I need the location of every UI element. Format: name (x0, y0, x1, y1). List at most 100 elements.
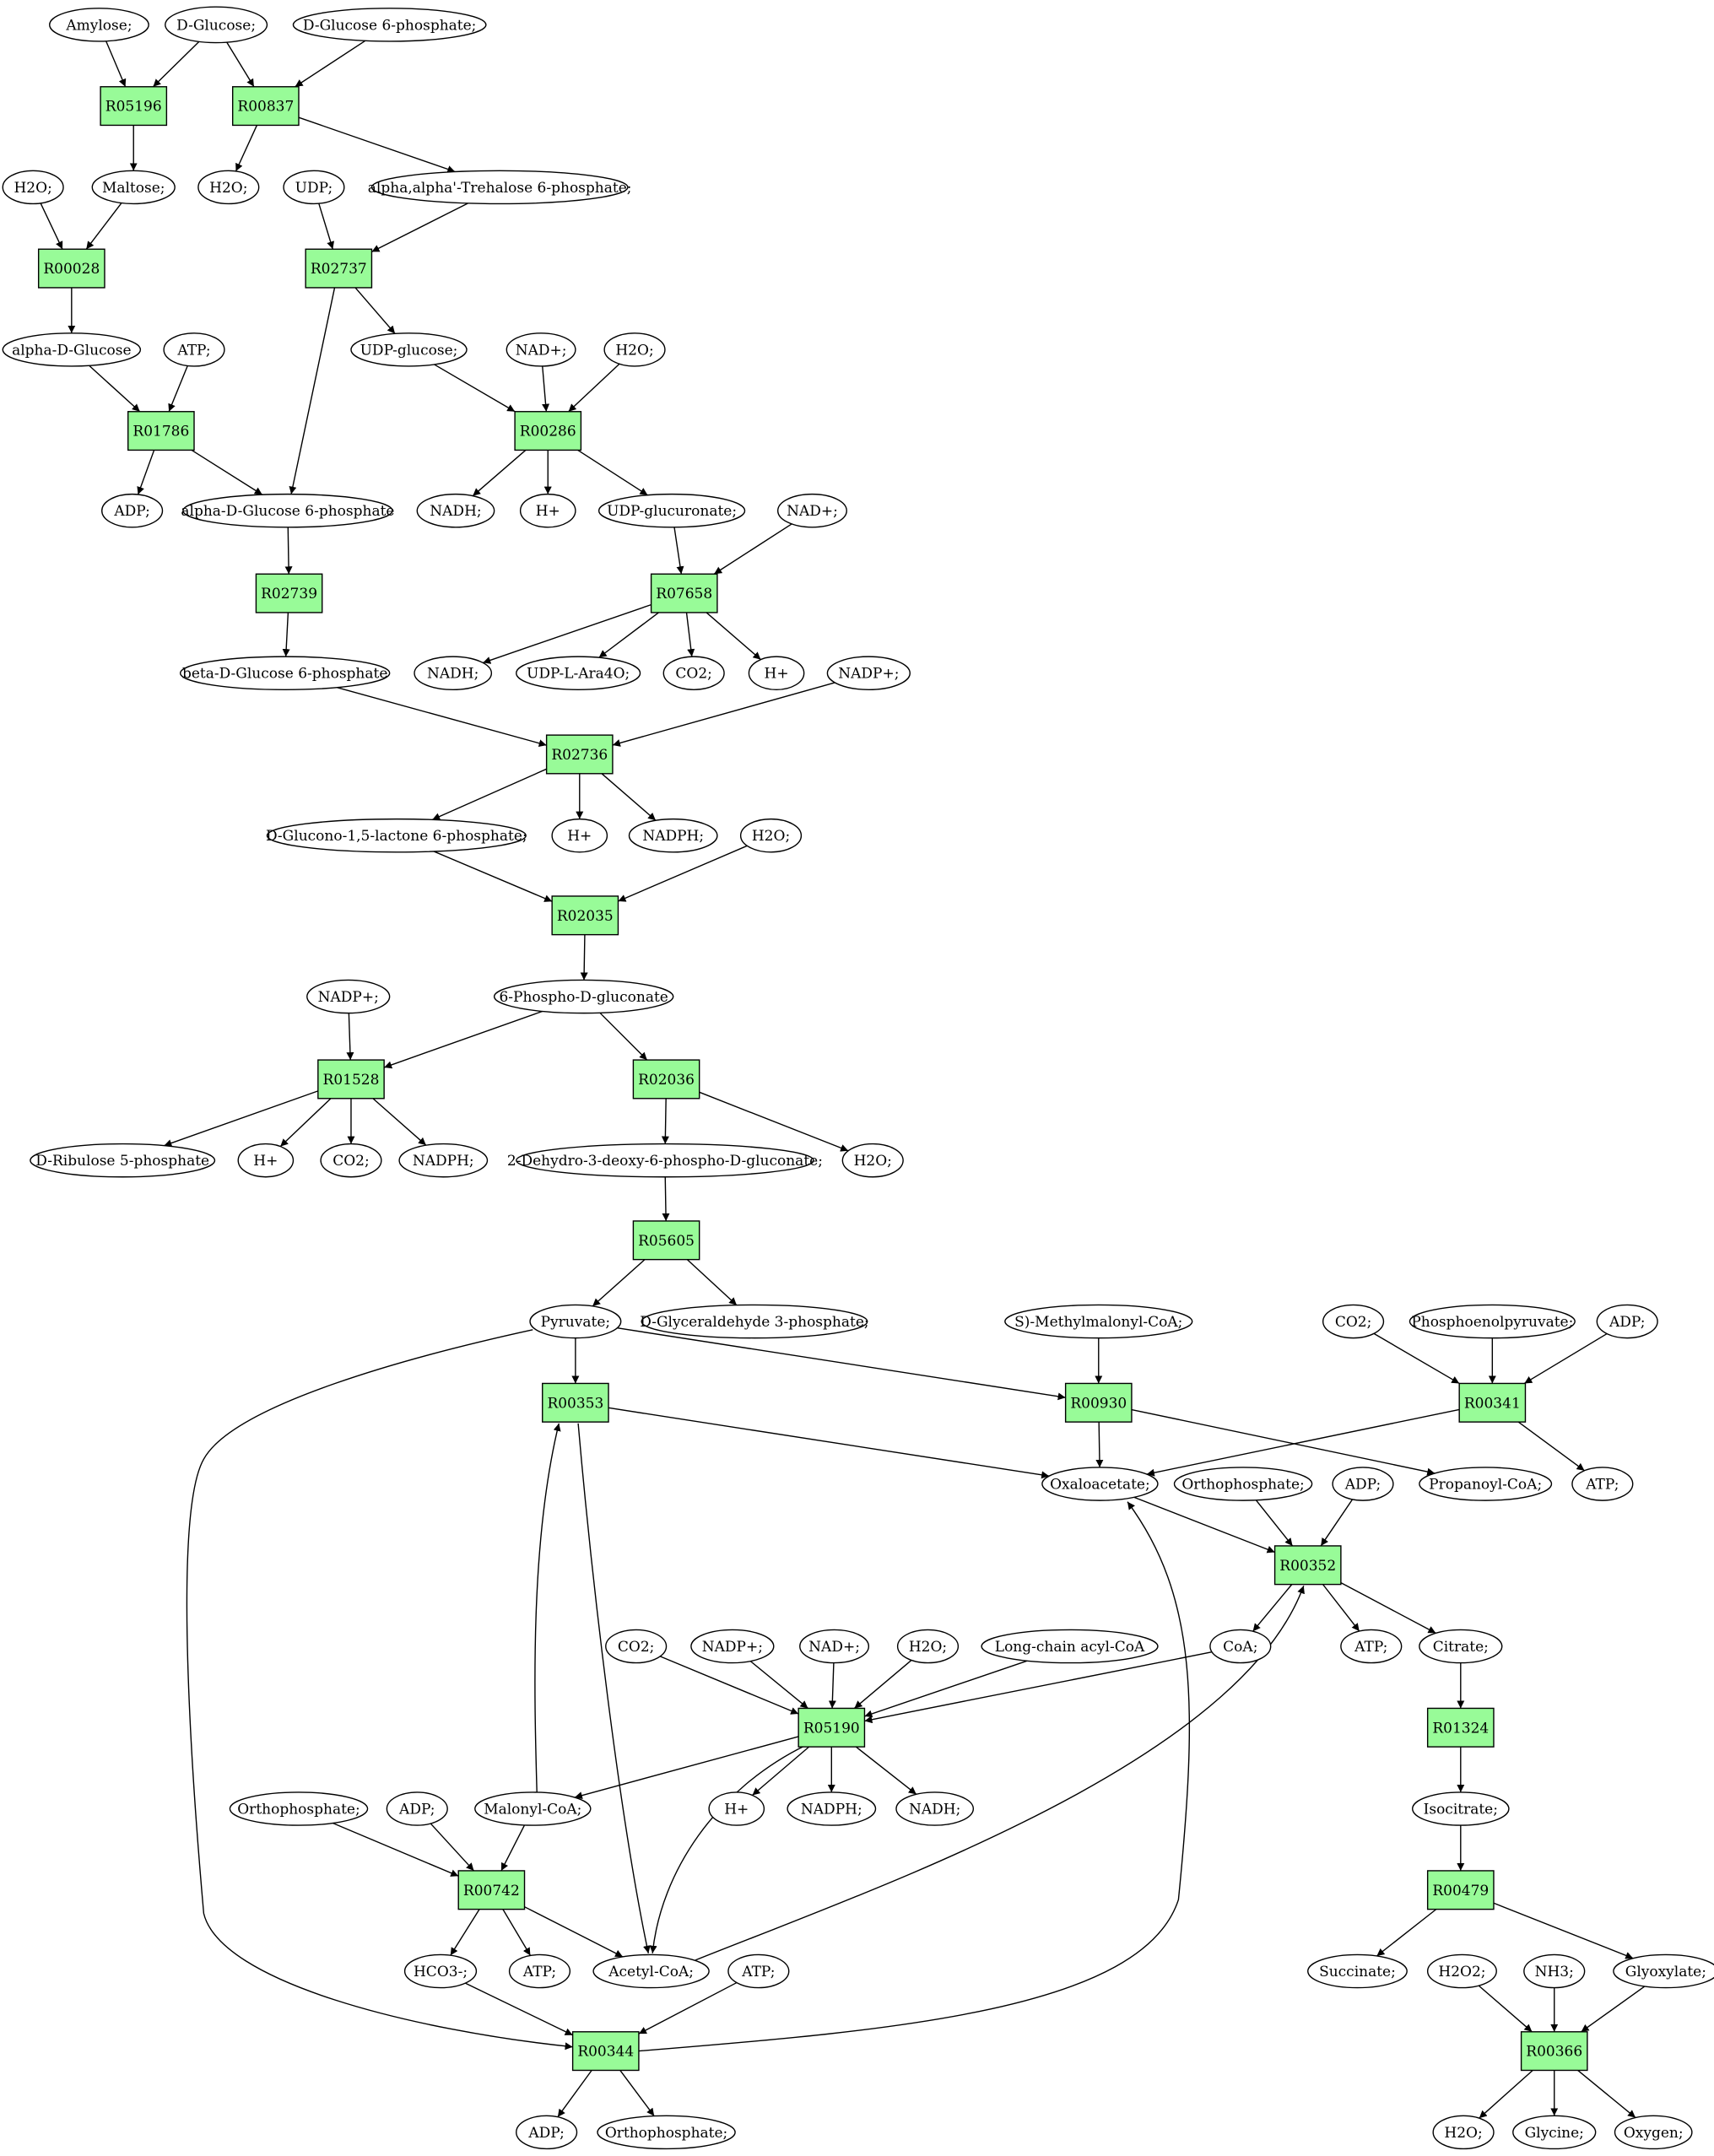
metabolite-node-udp_ara4o[interactable]: UDP-L-Ara4O; (516, 656, 641, 690)
metabolite-node-ribulose_5p[interactable]: D-Ribulose 5-phosphate (30, 1143, 216, 1178)
metabolite-node-h2o_3[interactable]: H2O; (603, 332, 666, 367)
metabolite-node-hplus_3[interactable]: H+ (551, 818, 608, 853)
metabolite-node-adp_3[interactable]: ADP; (1332, 1467, 1394, 1501)
reaction-node-r07658[interactable]: R07658 (650, 573, 718, 613)
metabolite-node-h2o_7[interactable]: H2O; (1432, 2115, 1495, 2150)
metabolite-node-isocitrate[interactable]: Isocitrate; (1412, 1791, 1510, 1826)
metabolite-node-acetyl_coa[interactable]: Acetyl-CoA; (592, 1953, 710, 1989)
metabolite-node-nadp_3[interactable]: NADP+; (690, 1629, 775, 1664)
metabolite-node-atp_1[interactable]: ATP; (163, 332, 225, 367)
metabolite-node-adp_1[interactable]: ADP; (101, 493, 164, 528)
reaction-node-r05605[interactable]: R05605 (632, 1220, 700, 1261)
metabolite-node-coa[interactable]: CoA; (1209, 1629, 1272, 1664)
metabolite-node-udp_glucuronate[interactable]: UDP-glucuronate; (597, 493, 746, 528)
reaction-node-r02036[interactable]: R02036 (632, 1059, 700, 1100)
metabolite-node-d_glucose_6p[interactable]: D-Glucose 6-phosphate; (292, 8, 487, 42)
metabolite-node-orthophosphate_3[interactable]: Orthophosphate; (597, 2115, 736, 2150)
metabolite-node-co2_1[interactable]: CO2; (662, 656, 725, 690)
metabolite-node-kdpg[interactable]: 2-Dehydro-3-deoxy-6-phospho-D-gluconate; (507, 1143, 823, 1178)
reaction-node-r05190[interactable]: R05190 (798, 1707, 866, 1748)
metabolite-node-beta_g6p[interactable]: beta-D-Glucose 6-phosphate (180, 656, 391, 690)
reaction-node-r01786[interactable]: R01786 (127, 411, 195, 451)
metabolite-node-nadp_1[interactable]: NADP+; (826, 656, 911, 690)
metabolite-node-hplus_5[interactable]: H+ (708, 1791, 765, 1826)
metabolite-node-co2_2[interactable]: CO2; (320, 1143, 382, 1178)
metabolite-node-hplus_4[interactable]: H+ (237, 1143, 295, 1178)
metabolite-node-trehalose_6p[interactable]: alpha,alpha'-Trehalose 6-phosphate; (368, 170, 632, 205)
reaction-node-r00479[interactable]: R00479 (1426, 1870, 1495, 1910)
metabolite-node-udp_glucose[interactable]: UDP-glucose; (350, 332, 468, 367)
metabolite-node-phosphogluconate[interactable]: 6-Phospho-D-gluconate (493, 979, 674, 1014)
metabolite-node-atp_5[interactable]: ATP; (727, 1953, 790, 1989)
metabolite-node-glucono_lactone[interactable]: D-Glucono-1,5-lactone 6-phosphate; (266, 818, 527, 853)
reaction-node-r02739[interactable]: R02739 (255, 573, 323, 613)
reaction-node-r00352[interactable]: R00352 (1273, 1545, 1342, 1586)
reaction-node-r00341[interactable]: R00341 (1458, 1382, 1527, 1423)
metabolite-node-nh3[interactable]: NH3; (1523, 1953, 1586, 1989)
metabolite-node-propanoyl_coa[interactable]: Propanoyl-CoA; (1419, 1467, 1553, 1501)
metabolite-node-h2o_5[interactable]: H2O; (841, 1143, 904, 1178)
metabolite-node-atp_3[interactable]: ATP; (1340, 1629, 1403, 1664)
metabolite-node-adp_4[interactable]: ADP; (386, 1791, 448, 1826)
metabolite-node-gap[interactable]: D-Glyceraldehyde 3-phosphate; (640, 1304, 869, 1339)
metabolite-node-nad_3[interactable]: NAD+; (799, 1629, 870, 1664)
reaction-node-r00837[interactable]: R00837 (231, 86, 300, 127)
edge-alpha_g6p-to-r02739 (284, 527, 293, 575)
reaction-node-r00344[interactable]: R00344 (571, 2031, 640, 2072)
reaction-node-r00286[interactable]: R00286 (514, 411, 582, 451)
metabolite-node-glyoxylate[interactable]: Glyoxylate; (1613, 1953, 1714, 1989)
metabolite-node-adp_2[interactable]: ADP; (1596, 1304, 1658, 1339)
metabolite-node-methylmalonyl_coa[interactable]: S)-Methylmalonyl-CoA; (1004, 1304, 1193, 1339)
metabolite-node-nad_1[interactable]: NAD+; (506, 332, 576, 367)
metabolite-node-co2_3[interactable]: CO2; (1322, 1304, 1385, 1339)
metabolite-node-nadph_3[interactable]: NADPH; (787, 1791, 877, 1826)
metabolite-node-hplus_2[interactable]: H+ (748, 656, 805, 690)
metabolite-node-h2o_2[interactable]: H2O; (197, 170, 260, 205)
metabolite-node-co2_4[interactable]: CO2; (605, 1629, 668, 1664)
metabolite-node-nadh_1[interactable]: NADH; (416, 493, 495, 528)
metabolite-node-amylose[interactable]: Amylose; (49, 8, 149, 42)
metabolite-node-nadh_2[interactable]: NADH; (414, 656, 493, 690)
metabolite-node-atp_2[interactable]: ATP; (1571, 1467, 1634, 1501)
metabolite-node-hco3[interactable]: HCO3-; (403, 1953, 478, 1989)
reaction-node-r01324[interactable]: R01324 (1426, 1707, 1495, 1748)
metabolite-node-nadp_2[interactable]: NADP+; (306, 979, 391, 1014)
reaction-node-r00930[interactable]: R00930 (1064, 1382, 1133, 1423)
reaction-node-r00366[interactable]: R00366 (1520, 2031, 1588, 2072)
metabolite-node-glycine[interactable]: Glycine; (1512, 2115, 1597, 2150)
metabolite-node-hplus_1[interactable]: H+ (519, 493, 576, 528)
reaction-node-r01528[interactable]: R01528 (317, 1059, 385, 1100)
metabolite-node-orthophosphate_2[interactable]: Orthophosphate; (229, 1791, 369, 1826)
reaction-node-r00353[interactable]: R00353 (542, 1382, 609, 1423)
metabolite-node-succinate[interactable]: Succinate; (1307, 1953, 1408, 1989)
metabolite-node-orthophosphate_1[interactable]: Orthophosphate; (1173, 1467, 1313, 1501)
metabolite-node-pep[interactable]: Phosphoenolpyruvate; (1409, 1304, 1576, 1339)
metabolite-node-d_glucose[interactable]: D-Glucose; (165, 6, 268, 44)
metabolite-node-nadph_1[interactable]: NADPH; (628, 818, 718, 853)
metabolite-node-pyruvate[interactable]: Pyruvate; (529, 1304, 622, 1339)
metabolite-node-h2o_4[interactable]: H2O; (739, 818, 803, 853)
metabolite-node-nadph_2[interactable]: NADPH; (398, 1143, 489, 1178)
reaction-node-r02035[interactable]: R02035 (551, 895, 619, 936)
metabolite-node-nadh_3[interactable]: NADH; (895, 1791, 975, 1826)
metabolite-node-atp_4[interactable]: ATP; (508, 1953, 571, 1989)
metabolite-node-malonyl_coa[interactable]: Malonyl-CoA; (474, 1791, 592, 1826)
metabolite-node-maltose[interactable]: Maltose; (91, 170, 176, 205)
metabolite-node-oxaloacetate[interactable]: Oxaloacetate; (1041, 1467, 1159, 1501)
metabolite-node-long_chain_acyl_coa[interactable]: Long-chain acyl-CoA (981, 1629, 1159, 1664)
metabolite-node-nad_2[interactable]: NAD+; (776, 493, 847, 528)
reaction-node-r02736[interactable]: R02736 (545, 734, 614, 775)
metabolite-node-alpha_g6p[interactable]: alpha-D-Glucose 6-phosphate (181, 493, 394, 528)
metabolite-node-h2o_6[interactable]: H2O; (896, 1629, 960, 1664)
metabolite-node-alpha_d_glucose[interactable]: alpha-D-Glucose (2, 332, 142, 367)
reaction-node-r05196[interactable]: R05196 (100, 86, 168, 127)
reaction-node-r02737[interactable]: R02737 (305, 248, 373, 289)
reaction-node-r00742[interactable]: R00742 (457, 1870, 526, 1910)
metabolite-node-adp_5[interactable]: ADP; (516, 2115, 578, 2150)
metabolite-node-h2o_1[interactable]: H2O; (2, 170, 64, 205)
metabolite-node-udp_1[interactable]: UDP; (283, 170, 345, 205)
reaction-node-r00028[interactable]: R00028 (37, 248, 105, 289)
metabolite-node-citrate[interactable]: Citrate; (1419, 1629, 1503, 1664)
metabolite-node-oxygen[interactable]: Oxygen; (1614, 2115, 1693, 2150)
metabolite-node-h2o2[interactable]: H2O2; (1426, 1953, 1497, 1989)
